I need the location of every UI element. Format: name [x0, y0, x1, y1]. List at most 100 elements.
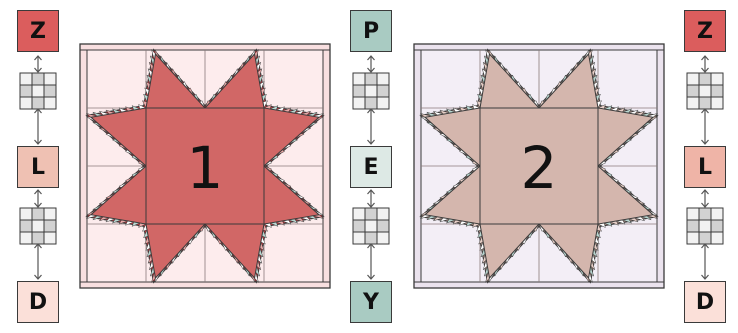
center-bottom-chip-label: Y [363, 289, 379, 315]
center-column-arrow-3-head-down [367, 202, 375, 208]
left-top-chip: Z [17, 10, 59, 52]
right-column-grid-icon-1-cell [698, 84, 712, 98]
left-column-arrow-1-head-up [34, 55, 42, 61]
right-middle-chip-label: L [697, 154, 713, 180]
right-column-grid-icon-2-cell [710, 219, 724, 233]
center-column-grid-icon-2-cell [376, 231, 390, 245]
right-column-grid-icon-2-cell [710, 207, 724, 221]
left-column-arrow-3-head-up [34, 189, 42, 195]
right-column-grid-icon-1-cell [710, 72, 724, 86]
right-column-grid-icon-2-cell [686, 207, 700, 221]
left-column-grid-icon-1-cell [31, 96, 45, 110]
left-column-grid-icon-1-cell [19, 96, 33, 110]
right-column-grid-icon-1-cell [686, 84, 700, 98]
left-column-arrow-1-head-down [34, 67, 42, 73]
left-column-grid-icon-2-cell [43, 231, 57, 245]
center-column-grid-icon-2-cell [352, 207, 366, 221]
right-column-arrow-3 [701, 189, 709, 208]
right-column-grid-icon-1-cell [686, 96, 700, 110]
right-column-grid-icon-2-cell [698, 207, 712, 221]
center-column-arrow-2 [367, 108, 375, 145]
center-column-grid-icon-1-cell [376, 96, 390, 110]
right-column-arrow-3-head-down [701, 202, 709, 208]
center-column-grid-icon-2-cell [352, 219, 366, 233]
center-column-grid-icon-1-cell [364, 72, 378, 86]
center-middle-chip: E [350, 146, 392, 188]
center-top-chip-label: P [362, 18, 380, 44]
right-column-arrow-1-head-down [701, 67, 709, 73]
left-column-arrow-3 [34, 189, 42, 208]
left-column-arrow-4-head-down [34, 274, 42, 280]
left-column-grid-icon-2-cell [31, 231, 45, 245]
quilt-block-1-star-center [145, 107, 265, 225]
quilt-block-1-number: 1 [187, 134, 224, 202]
left-column-arrow-4 [34, 243, 42, 280]
center-column-arrow-2-head-up [367, 108, 375, 114]
quilt-block-2: 2 [413, 43, 665, 289]
center-column-arrow-3-head-up [367, 189, 375, 195]
right-top-chip-label: Z [697, 18, 713, 44]
center-column-grid-icon-2-cell [376, 219, 390, 233]
right-column-arrow-4-head-up [701, 243, 709, 249]
center-column-grid-icon-1-cell [352, 96, 366, 110]
center-column-grid-icon-1-cell [364, 84, 378, 98]
left-column-grid-icon-1-cell [43, 72, 57, 86]
right-bottom-chip: D [684, 281, 726, 323]
left-middle-chip-label: L [30, 154, 46, 180]
right-column-grid-icon-2 [686, 207, 724, 245]
center-column-arrow-2-head-down [367, 139, 375, 145]
left-column-arrow-4-head-up [34, 243, 42, 249]
right-column-grid-icon-2-cell [698, 231, 712, 245]
center-column-grid-icon-1-cell [376, 84, 390, 98]
center-column-grid-icon-1-cell [376, 72, 390, 86]
quilt-block-2-star-center [479, 107, 599, 225]
right-column-grid-icon-2-cell [698, 219, 712, 233]
right-column-grid-icon-2-cell [686, 231, 700, 245]
right-column-grid-icon-2-cell [686, 219, 700, 233]
left-bottom-chip: D [17, 281, 59, 323]
left-column-grid-icon-1-cell [43, 84, 57, 98]
left-column-grid-icon-2 [19, 207, 57, 245]
center-bottom-chip: Y [350, 281, 392, 323]
right-column-grid-icon-1-cell [686, 72, 700, 86]
right-column-arrow-4 [701, 243, 709, 280]
right-bottom-chip-label: D [695, 289, 715, 315]
left-column-grid-icon-1 [19, 72, 57, 110]
right-column-grid-icon-1 [686, 72, 724, 110]
center-column-grid-icon-2-cell [364, 231, 378, 245]
center-column-arrow-1 [367, 55, 375, 73]
center-column-grid-icon-1 [352, 72, 390, 110]
right-column-arrow-2 [701, 108, 709, 145]
left-column-arrow-2-head-up [34, 108, 42, 114]
center-top-chip: P [350, 10, 392, 52]
left-column-grid-icon-2-cell [19, 231, 33, 245]
right-column-arrow-2-head-up [701, 108, 709, 114]
right-column-arrow-2-head-down [701, 139, 709, 145]
right-middle-chip: L [684, 146, 726, 188]
right-column-grid-icon-1-cell [710, 84, 724, 98]
left-column-grid-icon-2-cell [31, 207, 45, 221]
left-column-arrow-2-head-down [34, 139, 42, 145]
quilt-block-2-number: 2 [521, 134, 558, 202]
right-column-arrow-1 [701, 55, 709, 73]
center-column-grid-icon-1-cell [352, 72, 366, 86]
center-column-arrow-1-head-up [367, 55, 375, 61]
right-column-arrow-1-head-up [701, 55, 709, 61]
center-column-arrow-1-head-down [367, 67, 375, 73]
center-column-grid-icon-2-cell [364, 219, 378, 233]
center-column-grid-icon-1-cell [352, 84, 366, 98]
center-column-arrow-3 [367, 189, 375, 208]
left-column-grid-icon-2-cell [43, 219, 57, 233]
right-top-chip: Z [684, 10, 726, 52]
right-column-grid-icon-2-cell [710, 231, 724, 245]
left-bottom-chip-label: D [28, 289, 48, 315]
center-column-grid-icon-1-cell [364, 96, 378, 110]
left-column-arrow-1 [34, 55, 42, 73]
right-column-grid-icon-1-cell [698, 96, 712, 110]
center-column-arrow-4 [367, 243, 375, 280]
right-column-arrow-3-head-up [701, 189, 709, 195]
left-column-grid-icon-2-cell [19, 207, 33, 221]
right-column-grid-icon-1-cell [710, 96, 724, 110]
center-column-arrow-4-head-down [367, 274, 375, 280]
